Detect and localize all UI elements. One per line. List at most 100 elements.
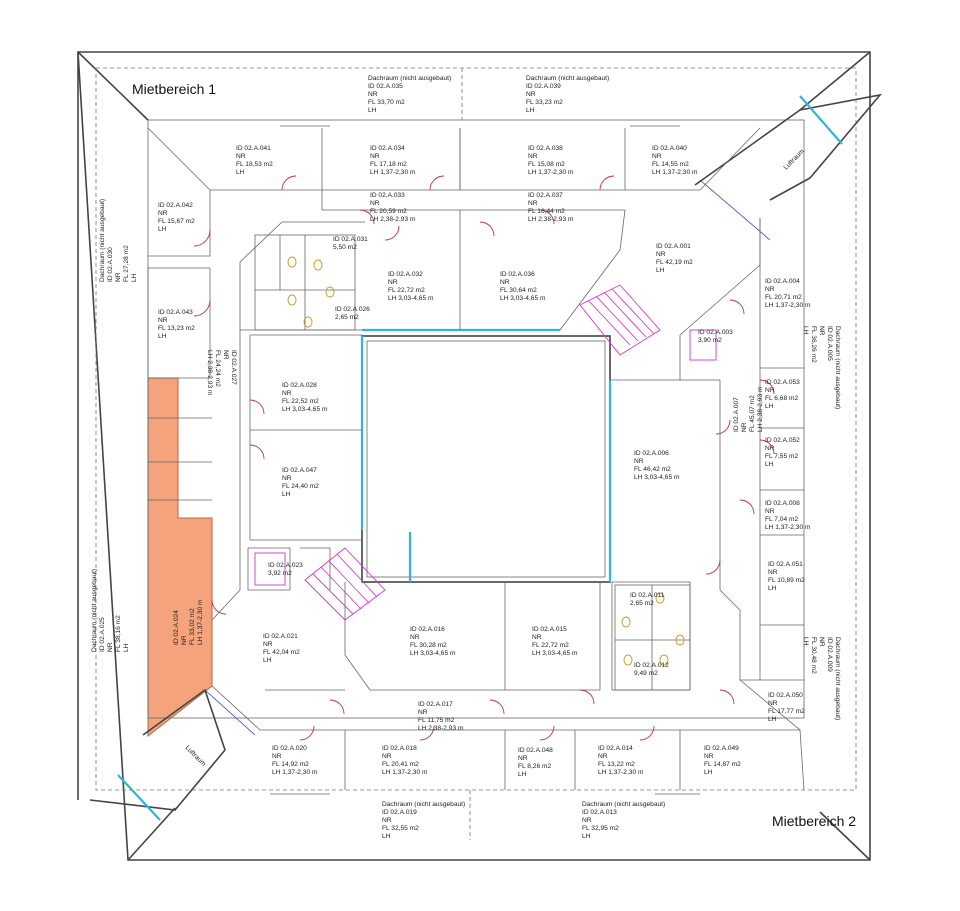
room-label-line: LH 3,03-4,65 m [282, 406, 328, 413]
room-label-line: ID 02.A.028 [282, 382, 317, 389]
room-label-line: NR [765, 508, 775, 515]
stairwells [254, 284, 717, 621]
room-label-line: ID 02.A.023 [268, 562, 303, 569]
room-label-line: NR [368, 91, 378, 98]
room-label-line: LH 2,38-2,93 m [418, 725, 464, 732]
room-label-line: LH [158, 226, 167, 233]
room-label-025: Dachraum (nicht ausgebaut)ID 02.A.025NRF… [91, 569, 130, 652]
room-label-line: ID 02.A.049 [704, 745, 739, 752]
room-label-line: LH 3,03-4,65 m [634, 474, 680, 481]
room-label-line: FL 22,72 m2 [532, 642, 569, 649]
room-label-line: 5,50 m2 [333, 244, 357, 251]
room-label-line: ID 02.A.037 [528, 192, 563, 199]
room-label-line: ID 02.A.013 [582, 809, 617, 816]
room-label-line: NR [418, 709, 428, 716]
room-label-line: Dachraum (nicht ausgebaut) [526, 75, 609, 82]
room-label-line: FL 17,77 m2 [768, 708, 805, 715]
room-label-line: FL 24,40 m2 [282, 483, 319, 490]
room-label-line: FL 6,68 m2 [765, 395, 798, 402]
room-label-line: FL 22,72 m2 [388, 287, 425, 294]
room-label-line: NR [532, 634, 542, 641]
room-label-line: LH [282, 491, 291, 498]
room-label-line: FL 14,92 m2 [272, 761, 309, 768]
room-label-line: FL 15,08 m2 [528, 161, 565, 168]
room-label-line: NR [598, 753, 608, 760]
room-label-line: LH 1,37-2,30 m [765, 302, 811, 309]
room-label-line: ID 02.A.024 [173, 610, 180, 645]
room-label-line: ID 02.A.050 [768, 692, 803, 699]
room-label-line: ID 02.A.020 [272, 745, 307, 752]
room-label-line: NR [518, 755, 528, 762]
room-label-line: NR [115, 272, 122, 282]
room-label-line: FL 20,71 m2 [765, 294, 802, 301]
room-label-line: FL 13,22 m2 [598, 761, 635, 768]
room-label-line: ID 02.A.017 [418, 701, 453, 708]
room-label-line: LH [382, 833, 391, 840]
room-label-030: Dachraum (nicht ausgebaut)ID 02.A.030NRF… [99, 199, 138, 282]
room-label-line: FL 16,44 m2 [528, 208, 565, 215]
room-label-line: LH 1,37-2,30 m [197, 599, 204, 645]
room-label-line: FL 20,59 m2 [370, 208, 407, 215]
room-label-line: Dachraum (nicht ausgebaut) [834, 637, 841, 720]
room-label-line: NR [704, 753, 714, 760]
room-label-line: NR [272, 753, 282, 760]
atrium-glazing [360, 328, 612, 582]
room-label-line: FL 10,89 m2 [768, 577, 805, 584]
room-label-line: NR [282, 475, 292, 482]
room-label-line: ID 02.A.012 [634, 662, 669, 669]
room-label-line: LH 1,37-2,30 m [528, 169, 574, 176]
room-label-line: ID 02.A.007 [733, 397, 740, 432]
room-label-line: NR [526, 91, 536, 98]
room-label-007: ID 02.A.007NRFL 45,07 m2LH 2,38-2,93 m [733, 386, 764, 432]
room-label-line: ID 02.A.039 [526, 83, 561, 90]
room-label-line: LH 2,38-2,93 m [528, 216, 574, 223]
room-label-line: NR [500, 279, 510, 286]
luftraum-label-ne: Luftraum [782, 148, 806, 172]
room-label-line: ID 02.A.032 [388, 271, 423, 278]
room-label-line: LH [656, 267, 665, 274]
room-label-line: 9,49 m2 [634, 670, 658, 677]
room-label-027: ID 02.A.027NRFL 24,24 m2LH 2,38-2,93 m [206, 350, 237, 396]
room-label-line: LH [802, 637, 809, 646]
room-label-line: ID 02.A.008 [765, 500, 800, 507]
room-label-line: NR [582, 817, 592, 824]
area-title-mietbereich-1: Mietbereich 1 [132, 81, 216, 97]
room-label-line: ID 02.A.036 [500, 271, 535, 278]
room-label-line: NR [370, 153, 380, 160]
room-label-line: FL 30,48 m2 [810, 637, 817, 674]
room-label-line: NR [818, 326, 825, 336]
room-label-line: NR [222, 350, 229, 360]
room-label-line: NR [410, 634, 420, 641]
room-label-line: FL 22,52 m2 [282, 398, 319, 405]
room-label-line: ID 02.A.014 [598, 745, 633, 752]
room-label-line: FL 30,28 m2 [410, 642, 447, 649]
room-label-line: LH [768, 716, 777, 723]
room-label-line: LH [802, 326, 809, 335]
room-label-line: LH [768, 585, 777, 592]
room-label-line: NR [370, 200, 380, 207]
room-label-line: NR [382, 753, 392, 760]
room-label-line: Dachraum (nicht ausgebaut) [99, 199, 106, 282]
doors [193, 175, 775, 741]
room-label-line: LH [368, 107, 377, 114]
room-label-line: NR [263, 641, 273, 648]
room-label-line: ID 02.A.031 [333, 236, 368, 243]
room-label-line: ID 02.A.042 [158, 202, 193, 209]
